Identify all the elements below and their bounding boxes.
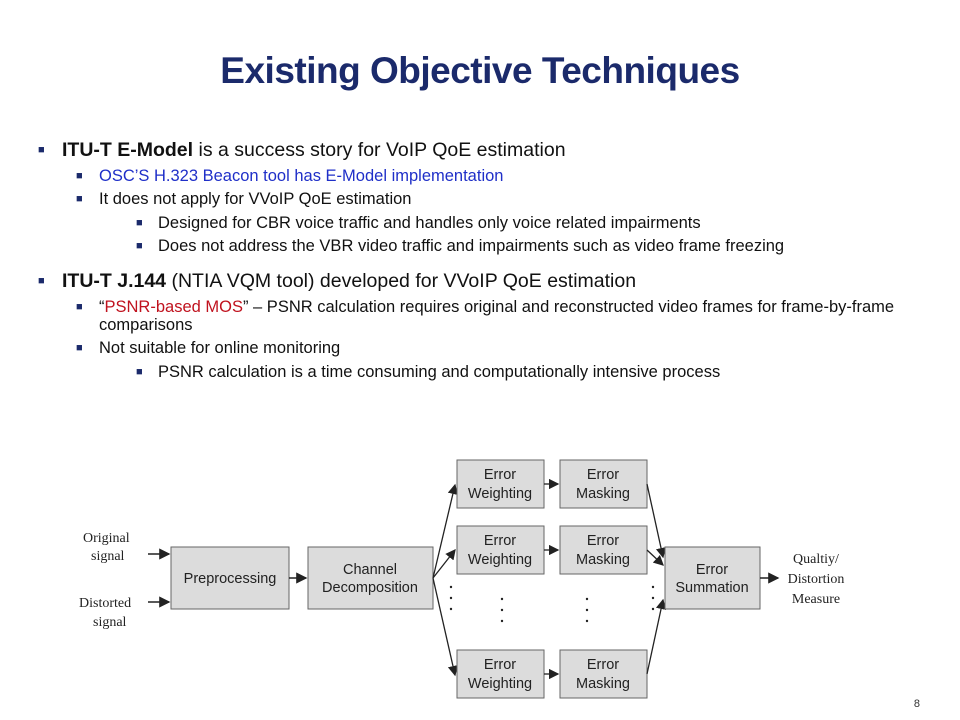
error-summation-box: [664, 546, 761, 610]
error-label: Error: [484, 467, 516, 483]
masking-label: Masking: [576, 486, 630, 502]
summation-label: Summation: [675, 580, 748, 596]
page-number: 8: [913, 698, 920, 710]
original-signal-label-2: signal: [91, 549, 125, 564]
weighting-label: Weighting: [468, 552, 532, 568]
output-label-3: Measure: [792, 592, 840, 607]
error-label: Error: [484, 533, 516, 549]
error-masking-box-2: [559, 525, 648, 575]
error-label: Error: [587, 467, 619, 483]
weighting-label: Weighting: [468, 486, 532, 502]
beacon-text: OSC’S H.323 Beacon tool has E-Model impl…: [99, 166, 504, 185]
j144-text: (NTIA VQM tool) developed for VVoIP QoE …: [166, 269, 637, 292]
bullet-online: ■ Not suitable for online monitoring: [38, 339, 918, 357]
fanout-arrow-1: [432, 483, 458, 579]
square-bullet-icon: ■: [136, 365, 143, 378]
square-bullet-icon: ■: [76, 342, 83, 355]
error-label: Error: [696, 562, 728, 578]
vqm-block-diagram: Original signal Distorted signal Preproc…: [79, 459, 845, 699]
emodel-name: ITU-T E-Model: [62, 139, 194, 161]
j144-name: ITU-T J.144: [62, 269, 167, 292]
bullet-list: ■ ITU-T E-Model is a success story for V…: [38, 138, 918, 381]
error-masking-box-3: [559, 649, 648, 699]
fanin-arrow-1: [646, 483, 667, 559]
bullet-psnr-intensive: ■ PSNR calculation is a time consuming a…: [38, 363, 918, 381]
preprocessing-box: [170, 546, 290, 610]
bullet-beacon: ■ OSC’S H.323 Beacon tool has E-Model im…: [38, 167, 918, 185]
bullet-emodel: ■ ITU-T E-Model is a success story for V…: [38, 139, 918, 162]
square-bullet-icon: ■: [136, 240, 143, 253]
psnr-mos-term: PSNR-based MOS: [104, 297, 243, 316]
fanout-arrow-2: [432, 548, 456, 579]
square-bullet-icon: ■: [38, 144, 45, 156]
error-weighting-box-3: [456, 649, 545, 699]
fanin-arrow-2: [646, 549, 664, 566]
error-label: Error: [587, 533, 619, 549]
weighting-label: Weighting: [468, 676, 532, 692]
distorted-signal-label: Distorted: [79, 596, 131, 611]
cbr-text: Designed for CBR voice traffic and handl…: [158, 213, 701, 232]
decomposition-label: Decomposition: [322, 580, 418, 596]
error-weighting-box-2: [456, 525, 545, 575]
online-text: Not suitable for online monitoring: [99, 339, 341, 358]
emodel-text: is a success story for VoIP QoE estimati…: [193, 139, 566, 161]
bullet-vbr: ■ Does not address the VBR video traffic…: [38, 237, 918, 255]
square-bullet-icon: ■: [136, 216, 143, 229]
fanin-arrow-3: [646, 598, 667, 675]
output-label-1: Qualtiy/: [793, 552, 839, 567]
bullet-psnr-mos: ■ “PSNR-based MOS” – PSNR calculation re…: [38, 298, 918, 335]
not-vvoip-text: It does not apply for VVoIP QoE estimati…: [99, 190, 412, 209]
bullet-cbr: ■ Designed for CBR voice traffic and han…: [38, 214, 918, 232]
masking-label: Masking: [576, 552, 630, 568]
ellipsis-dots: [449, 585, 655, 623]
fanout-arrow-3: [432, 577, 459, 677]
slide-title: Existing Objective Techniques: [220, 50, 740, 91]
quote-open: “: [99, 297, 105, 316]
channel-decomposition-box: [307, 546, 434, 610]
bullet-not-vvoip: ■ It does not apply for VVoIP QoE estima…: [38, 190, 918, 208]
bullet-j144: ■ ITU-T J.144 (NTIA VQM tool) developed …: [38, 269, 918, 293]
masking-label: Masking: [576, 676, 630, 692]
error-label: Error: [587, 657, 619, 673]
distorted-signal-label-2: signal: [93, 615, 127, 630]
channel-label: Channel: [343, 562, 397, 578]
square-bullet-icon: ■: [38, 274, 45, 287]
square-bullet-icon: ■: [76, 193, 83, 206]
psnr-intensive-text: PSNR calculation is a time consuming and…: [158, 362, 721, 381]
preprocessing-label: Preprocessing: [184, 571, 277, 587]
error-label: Error: [484, 657, 516, 673]
square-bullet-icon: ■: [76, 300, 83, 313]
square-bullet-icon: ■: [76, 169, 83, 182]
psnr-mos-text: ” – PSNR calculation requires original a…: [99, 297, 895, 334]
vbr-text: Does not address the VBR video traffic a…: [158, 237, 785, 256]
original-signal-label: Original: [83, 531, 130, 546]
output-label-2: Distortion: [788, 572, 845, 587]
